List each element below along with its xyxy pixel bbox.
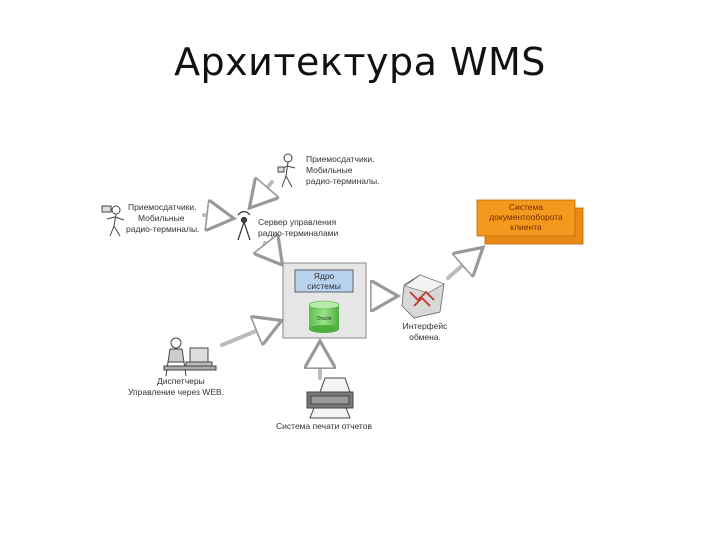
db-label: Oracle bbox=[317, 316, 332, 322]
arrow-interface-to-doc bbox=[446, 250, 480, 280]
arrow-top-receivers-to-server bbox=[252, 182, 272, 205]
dispatchers-line-2: Управление через WEB. bbox=[128, 387, 224, 397]
radio-antenna-icon bbox=[237, 210, 251, 241]
printer-icon bbox=[306, 377, 354, 419]
doc-system-line-3: клиента bbox=[510, 222, 542, 232]
receivers-top-line-1: Приемосдатчики. bbox=[306, 154, 375, 164]
doc-system-box bbox=[476, 199, 584, 245]
page-title: Архитектура WMS bbox=[174, 40, 546, 84]
person-terminal-icon bbox=[277, 153, 296, 188]
radio-server-line-1: Сервер управления bbox=[258, 217, 337, 227]
interface-line-2: обмена. bbox=[409, 332, 441, 342]
receivers-left-line-1: Приемосдатчики. bbox=[128, 202, 197, 212]
doc-system-line-1: Система bbox=[509, 202, 544, 212]
receivers-top-line-2: Мобильные bbox=[306, 165, 353, 175]
arrows bbox=[202, 182, 480, 380]
dispatcher-computer-icon bbox=[163, 337, 217, 377]
doc-system-line-2: документооборота bbox=[489, 212, 563, 222]
arrow-dispatchers-to-core bbox=[220, 322, 278, 347]
core-title-line-1: Ядро bbox=[314, 271, 335, 281]
radio-server-line-2: радио-терминалами bbox=[258, 228, 339, 238]
interface-line-1: Интерфейс bbox=[403, 321, 449, 331]
receivers-top-line-3: радио-терминалы. bbox=[306, 176, 379, 186]
receivers-left-line-3: радио-терминалы. bbox=[126, 224, 199, 234]
person-terminal-icon-left bbox=[101, 205, 125, 237]
arrow-server-to-core bbox=[265, 243, 280, 262]
database-icon bbox=[308, 300, 340, 333]
exchange-interface-icon bbox=[401, 274, 445, 319]
receivers-left-line-2: Мобильные bbox=[138, 213, 185, 223]
arrow-left-receivers-to-server bbox=[202, 215, 230, 218]
dispatchers-line-1: Диспетчеры bbox=[157, 376, 205, 386]
print-system-label: Система печати отчетов bbox=[276, 421, 372, 431]
core-title-line-2: системы bbox=[307, 281, 341, 291]
